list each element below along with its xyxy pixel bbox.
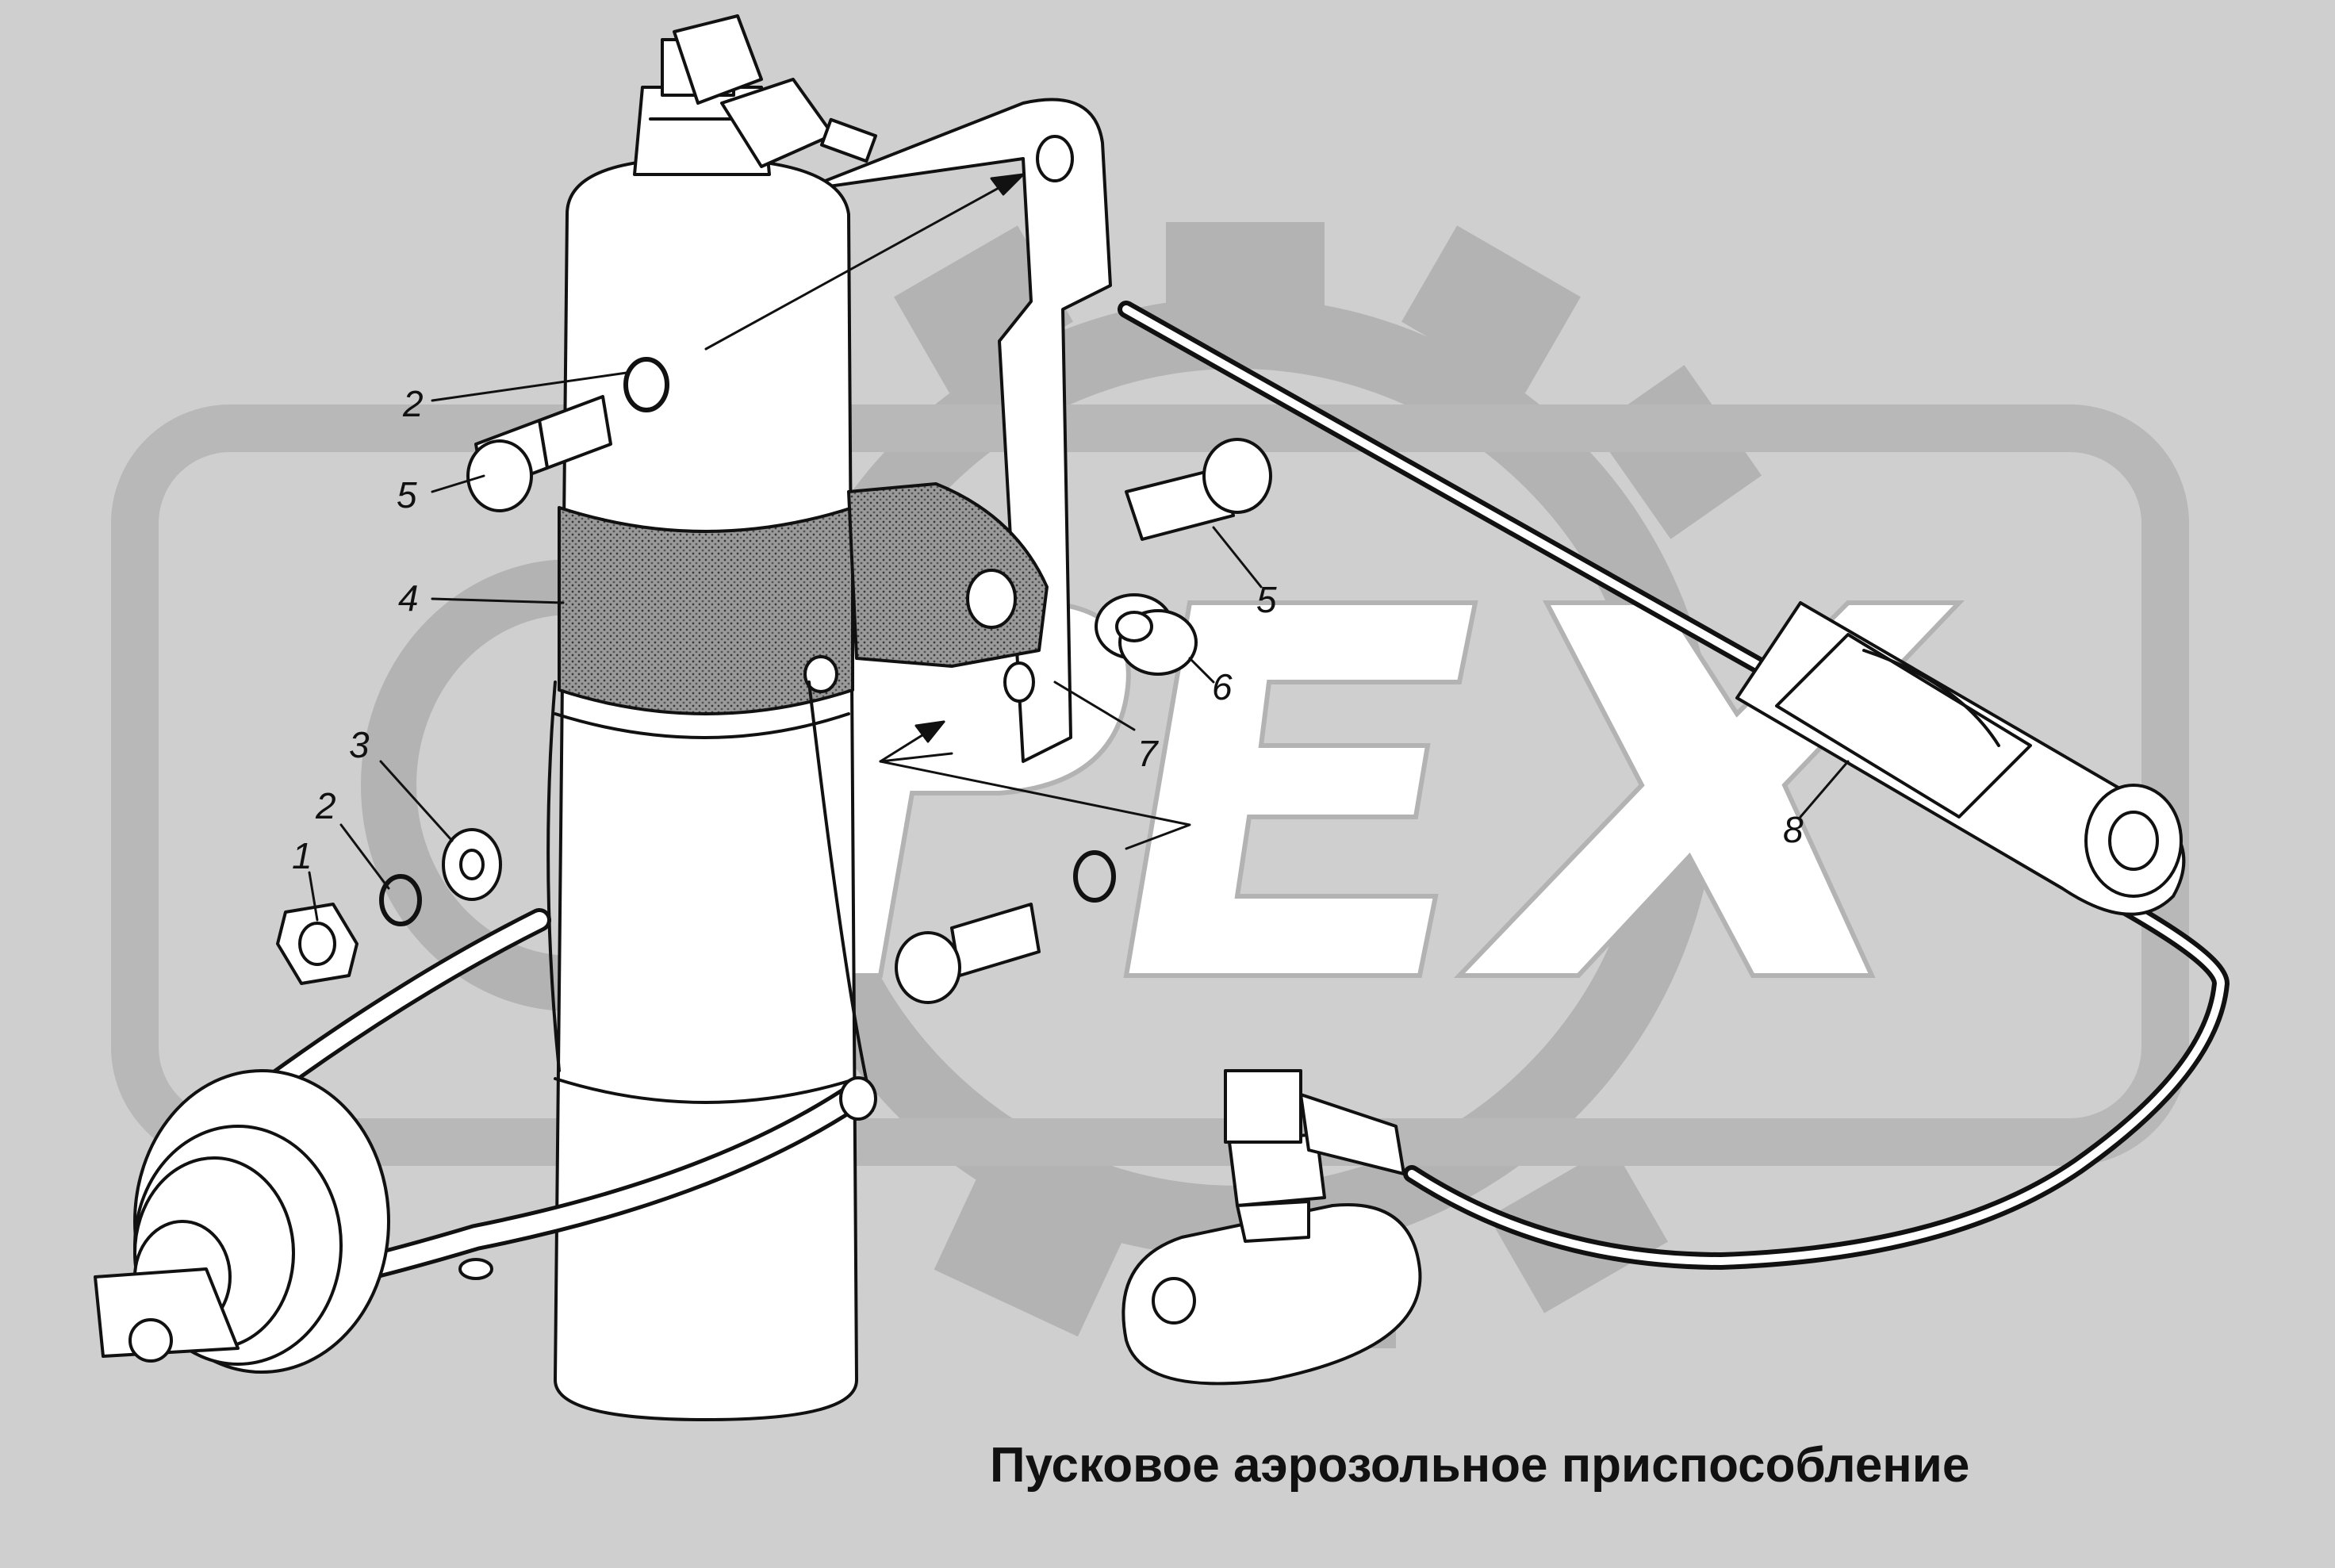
diagram-caption: Пусковое аэрозольное приспособление (990, 1438, 1970, 1493)
callout-1: 1 (292, 835, 312, 876)
bolt-left (466, 395, 612, 512)
flat-washer (442, 828, 502, 901)
callout-5-left: 5 (397, 474, 417, 516)
lower-fitting (1121, 1069, 1422, 1386)
callout-numbers: 1 2 2 3 4 5 5 6 7 8 (292, 383, 1804, 876)
assembly-arrows (704, 173, 1191, 850)
leader-lines (308, 371, 1850, 922)
callout-3: 3 (349, 724, 370, 765)
watermark-logo (111, 222, 2189, 1348)
watermark-frame (111, 404, 2189, 1166)
callout-6: 6 (1212, 666, 1233, 707)
callout-2-upper: 2 (402, 383, 424, 424)
callout-5-right: 5 (1256, 579, 1277, 620)
rubber-sleeve (1735, 601, 2186, 916)
callout-7: 7 (1137, 733, 1159, 774)
callout-8: 8 (1783, 809, 1804, 850)
nut (276, 903, 358, 985)
bolt-right (1125, 438, 1272, 541)
spray-head (94, 1069, 390, 1374)
clamp-band (558, 482, 1049, 715)
bolt-lower (895, 903, 1041, 1004)
callout-2-lower: 2 (315, 785, 336, 826)
spring-washers (379, 357, 1116, 926)
assembly-drawing (94, 14, 2230, 1421)
aerosol-canister (554, 14, 878, 1421)
callout-4: 4 (398, 577, 419, 619)
bushing (1095, 593, 1198, 676)
